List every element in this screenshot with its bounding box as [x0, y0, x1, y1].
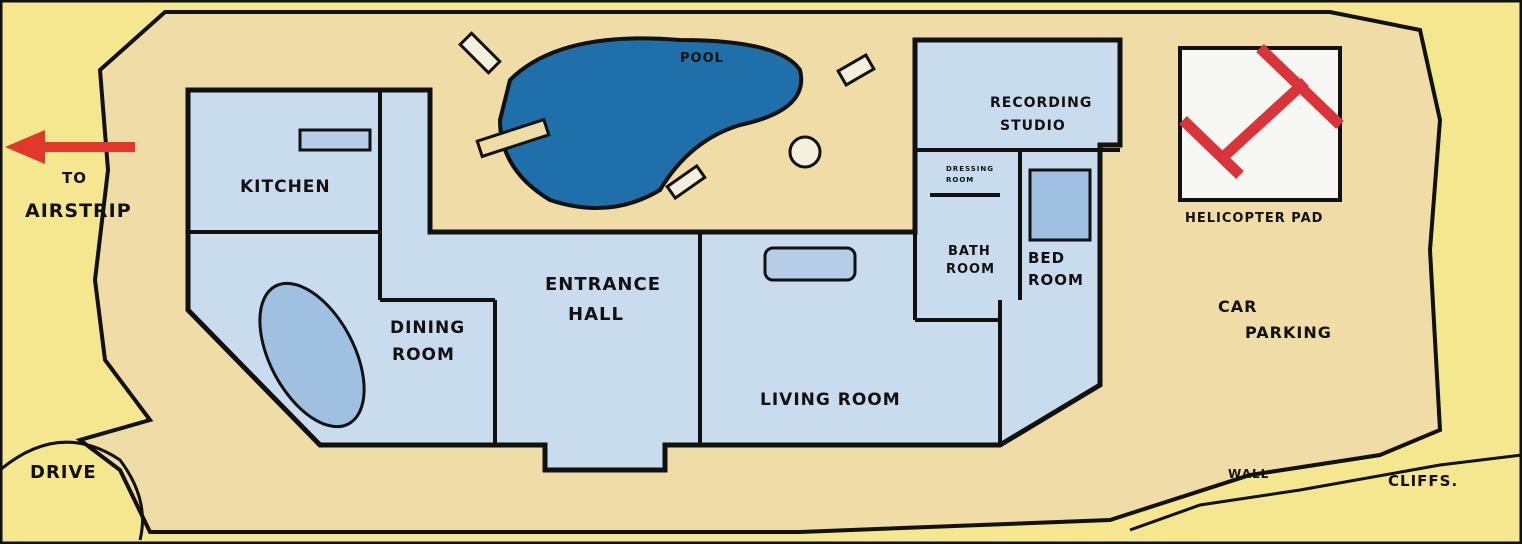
- label-entrance: ENTRANCE: [545, 274, 661, 295]
- label-kitchen: KITCHEN: [240, 177, 331, 197]
- label-car: CAR: [1218, 297, 1257, 316]
- label-airstrip: AIRSTRIP: [25, 200, 132, 222]
- label-living-room: LIVING ROOM: [760, 390, 901, 410]
- dining-table: [258, 281, 366, 429]
- label-bed: BED: [1028, 249, 1065, 267]
- label-pool: POOL: [680, 51, 724, 66]
- label-drive: DRIVE: [30, 462, 97, 483]
- wall-line: [1129, 453, 1522, 532]
- label-to: TO: [62, 169, 87, 187]
- drive-edge: [0, 440, 144, 541]
- sun-loungers: [458, 31, 876, 201]
- label-recording: RECORDING: [990, 95, 1092, 111]
- swimming-pool: [497, 36, 804, 210]
- label-parking: PARKING: [1245, 323, 1332, 342]
- label-studio: STUDIO: [1000, 118, 1066, 134]
- label-bath-room: ROOM: [946, 262, 995, 277]
- label-cliffs: CLIFFS.: [1388, 472, 1458, 490]
- helipad-h-mark: [1179, 44, 1344, 179]
- kitchen-counter: [298, 128, 372, 152]
- label-hall: HALL: [568, 304, 624, 325]
- label-dressing-room: ROOM: [946, 176, 974, 184]
- diving-board: [475, 117, 551, 159]
- interior-walls: [188, 90, 1120, 445]
- label-dining-room: ROOM: [392, 345, 455, 365]
- label-bed-room: ROOM: [1028, 271, 1084, 289]
- label-dressing: DRESSING: [946, 165, 994, 173]
- label-dining: DINING: [390, 318, 465, 338]
- label-bath: BATH: [948, 244, 991, 259]
- bed: [1028, 168, 1092, 242]
- house-outline: [185, 37, 1123, 473]
- to-airstrip-arrow-icon: [5, 130, 135, 164]
- sofa: [763, 246, 857, 282]
- label-helicopter-pad: HELICOPTER PAD: [1185, 211, 1323, 226]
- label-wall: WALL: [1228, 467, 1269, 481]
